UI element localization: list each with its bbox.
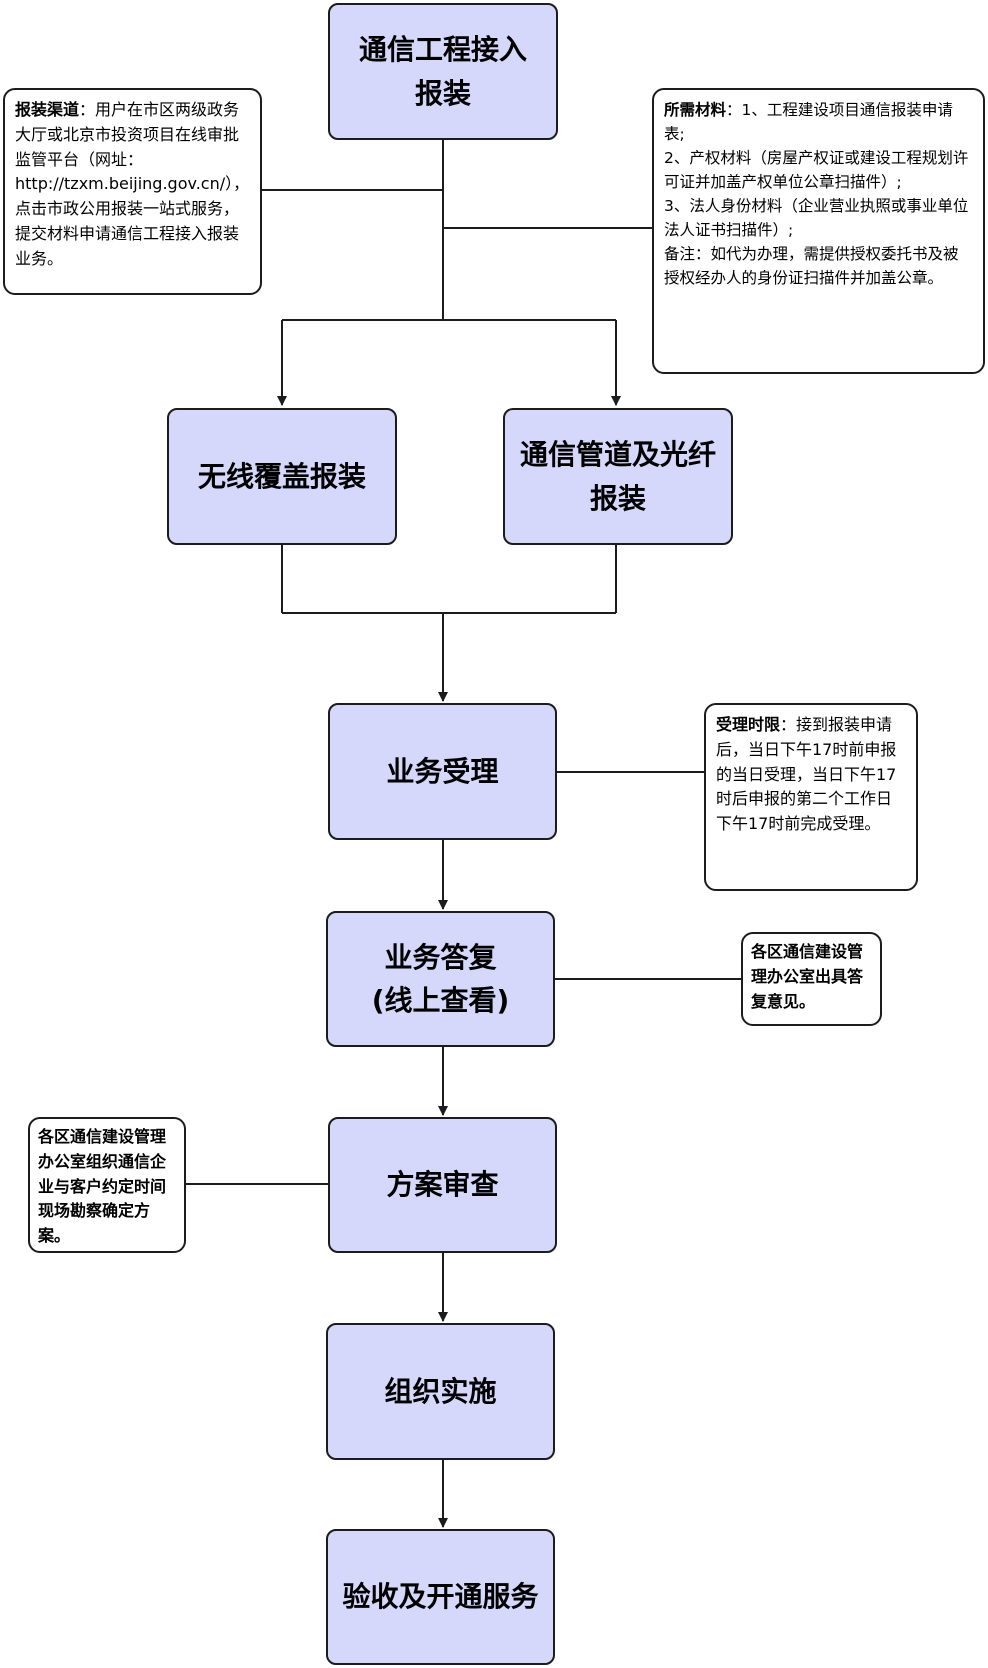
note-materials-line2: 2、产权材料（房屋产权证或建设工程规划许可证并加盖产权单位公章扫描件）; (664, 149, 969, 192)
step-wireless-coverage: 无线覆盖报装 (167, 408, 397, 545)
step-label: 组织实施 (384, 1374, 497, 1408)
step-business-acceptance: 业务受理 (328, 703, 557, 840)
step-label: 无线覆盖报装 (197, 459, 366, 493)
note-text: ：用户在市区两级政务大厅或北京市投资项目在线审批监管平台（网址：http://t… (15, 100, 250, 268)
step-business-reply: 业务答复 (线上查看) (326, 911, 555, 1047)
note-title: 所需材料 (664, 101, 727, 119)
step-label: 通信工程接入报装 (358, 33, 527, 110)
step-pipeline-fiber: 通信管道及光纤报装 (503, 408, 733, 545)
step-plan-review: 方案审查 (328, 1117, 557, 1253)
step-implementation: 组织实施 (326, 1323, 555, 1460)
note-site-survey: 各区通信建设管理办公室组织通信企业与客户约定时间现场勘察确定方案。 (28, 1117, 186, 1253)
step-telecom-access-application: 通信工程接入报装 (328, 3, 558, 140)
step-label: 通信管道及光纤报装 (519, 438, 716, 515)
step-acceptance-activation: 验收及开通服务 (326, 1529, 555, 1665)
note-required-materials: 所需材料：1、工程建设项目通信报装申请表; 2、产权材料（房屋产权证或建设工程规… (652, 88, 985, 374)
note-materials-line4: 备注：如代为办理，需提供授权委托书及被授权经办人的身份证扫描件并加盖公章。 (664, 245, 959, 288)
note-application-channel: 报装渠道：用户在市区两级政务大厅或北京市投资项目在线审批监管平台（网址：http… (3, 88, 262, 295)
step-label: 方案审查 (386, 1168, 499, 1202)
note-reply-issuer: 各区通信建设管理办公室出具答复意见。 (741, 932, 882, 1026)
step-label: 业务受理 (386, 754, 499, 788)
note-text: ：接到报装申请后，当日下午17时前申报的当日受理，当日下午17时后申报的第二个工… (716, 715, 897, 834)
note-acceptance-time-limit: 受理时限：接到报装申请后，当日下午17时前申报的当日受理，当日下午17时后申报的… (704, 703, 918, 891)
note-title: 受理时限 (716, 715, 781, 734)
note-text: 各区通信建设管理办公室组织通信企业与客户约定时间现场勘察确定方案。 (38, 1127, 167, 1246)
note-materials-line3: 3、法人身份材料（企业营业执照或事业单位法人证书扫描件）; (664, 197, 969, 240)
note-text: 各区通信建设管理办公室出具答复意见。 (751, 942, 864, 1011)
step-label: 验收及开通服务 (342, 1580, 539, 1614)
step-label: 业务答复 (384, 940, 497, 974)
note-materials-line1: 所需材料：1、工程建设项目通信报装申请表; (664, 101, 953, 144)
step-sublabel: (线上查看) (371, 984, 510, 1017)
note-title: 报装渠道 (15, 100, 80, 119)
